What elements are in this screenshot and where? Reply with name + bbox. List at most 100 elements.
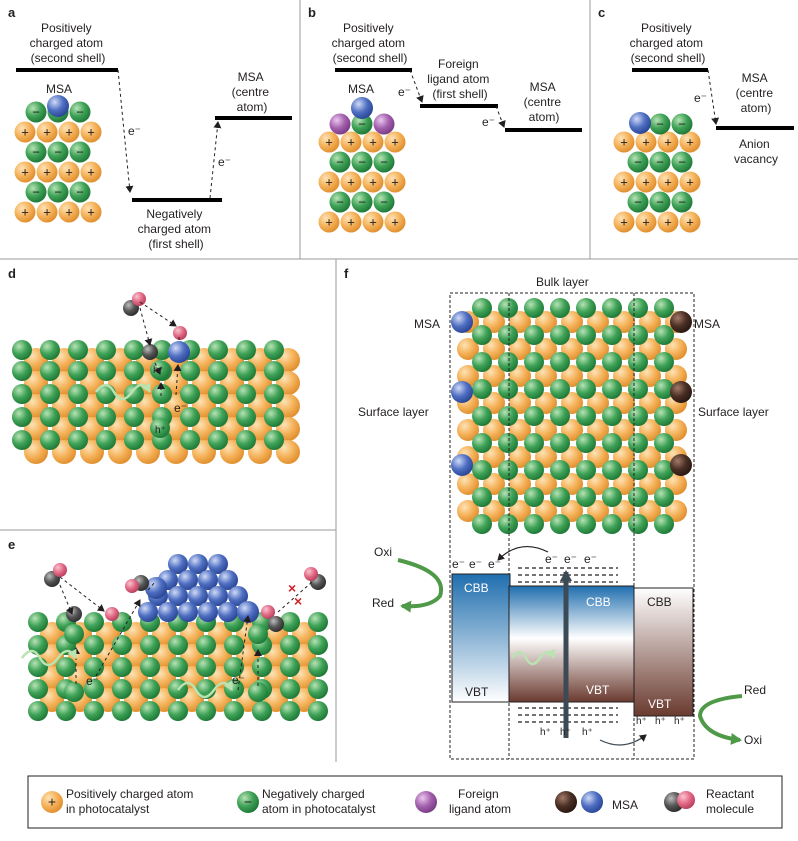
negative-atom <box>12 384 32 404</box>
negative-atom <box>576 514 596 534</box>
panel-b-cluster: ++++++++++++−−−−−−− <box>318 97 406 233</box>
negative-atom: − <box>649 191 671 213</box>
plus-sign: + <box>642 134 650 149</box>
negative-atom <box>28 679 48 699</box>
negative-atom <box>124 430 144 450</box>
negative-atom: − <box>329 191 351 213</box>
negative-atom: − <box>373 151 395 173</box>
negative-atom <box>248 682 268 702</box>
panel-d-overlays: e⁻ h⁺ h⁺ <box>94 301 187 436</box>
negative-atom <box>308 635 328 655</box>
negative-atom <box>224 657 244 677</box>
negative-atom <box>40 384 60 404</box>
positive-atom: + <box>80 121 102 143</box>
plus-sign: + <box>21 124 29 139</box>
legend-positive-label: Positively charged atom in photocatalyst <box>66 787 197 816</box>
positive-atom: + <box>679 211 701 233</box>
negative-atom <box>550 379 570 399</box>
panel-b-energy: Positively charged atom (second shell) e… <box>332 21 582 132</box>
negative-atom: − <box>69 181 91 203</box>
negative-atom <box>472 514 492 534</box>
negative-atom <box>140 657 160 677</box>
negative-atom <box>28 701 48 721</box>
plus-sign: + <box>87 204 95 219</box>
panel-f-frames <box>449 292 695 760</box>
panel-d-hole-2: h⁺ <box>155 425 166 436</box>
negative-atom <box>168 657 188 677</box>
negative-atom <box>524 460 544 480</box>
msa-atom-brown <box>670 454 692 476</box>
negative-atom <box>112 657 132 677</box>
negative-atom <box>550 298 570 318</box>
band-hole-1: h⁺ <box>540 727 551 738</box>
band-hole-5: h⁺ <box>655 716 666 727</box>
panel-a-msa-centre-label: MSA (centre atom) <box>232 70 273 114</box>
negative-atom <box>68 361 88 381</box>
negative-atom <box>628 487 648 507</box>
minus-sign: − <box>76 184 84 199</box>
panel-c-vacancy-label: Anion vacancy <box>734 137 778 166</box>
panel-e-electron-1: e⁻ <box>86 674 99 688</box>
negative-atom: − <box>69 101 91 123</box>
panel-c-msa-centre-label: MSA (centre atom) <box>736 71 777 115</box>
band-electron-4: e⁻ <box>545 552 558 566</box>
negative-atom <box>280 679 300 699</box>
minus-sign: − <box>76 104 84 119</box>
minus-sign: − <box>54 184 62 199</box>
negative-atom <box>602 352 622 372</box>
negative-atom <box>264 407 284 427</box>
negative-atom <box>196 635 216 655</box>
plus-sign: + <box>325 214 333 229</box>
msa-atom <box>198 570 218 590</box>
negative-atom <box>96 430 116 450</box>
negative-atom <box>236 384 256 404</box>
plus-sign: + <box>369 134 377 149</box>
plus-sign: + <box>620 134 628 149</box>
cbb-label-middle: CBB <box>586 595 611 609</box>
panel-b-foreign-label: Foreign ligand atom (first shell) <box>427 57 492 101</box>
panel-a-electron-2: e⁻ <box>218 155 231 169</box>
negative-atom <box>654 460 674 480</box>
negative-atom <box>28 612 48 632</box>
negative-atom <box>280 701 300 721</box>
msa-atom-brown <box>670 311 692 333</box>
minus-sign: − <box>678 154 686 169</box>
negative-atom: − <box>25 181 47 203</box>
negative-atom <box>84 679 104 699</box>
negative-atom <box>124 361 144 381</box>
plus-sign: + <box>391 134 399 149</box>
panel-letter-b: b <box>308 5 316 20</box>
negative-atom <box>524 379 544 399</box>
negative-atom <box>654 487 674 507</box>
band-right <box>633 587 694 717</box>
negative-atom <box>498 487 518 507</box>
reactant-atom-pink <box>677 791 695 809</box>
negative-atom <box>602 325 622 345</box>
positive-atom: + <box>14 201 36 223</box>
panel-c-positive-label: Positively charged atom (second shell) <box>630 21 707 65</box>
positive-atom <box>457 338 479 360</box>
negative-atom: − <box>69 141 91 163</box>
positive-atom: + <box>657 211 679 233</box>
foreign-ligand-atom <box>415 791 437 813</box>
negative-atom <box>152 384 172 404</box>
negative-atom: − <box>649 151 671 173</box>
plus-sign: + <box>347 214 355 229</box>
negative-atom <box>576 298 596 318</box>
plus-sign: + <box>48 794 56 810</box>
minus-sign: − <box>656 116 664 131</box>
negative-atom <box>280 635 300 655</box>
negative-atom <box>112 701 132 721</box>
negative-atom <box>654 406 674 426</box>
minus-sign: − <box>358 194 366 209</box>
msa-atom <box>581 791 603 813</box>
msa-atom <box>451 311 473 333</box>
negative-atom <box>208 340 228 360</box>
positive-atom: + <box>613 211 635 233</box>
panel-e-cross-2: × <box>288 580 296 596</box>
negative-atom <box>576 406 596 426</box>
negative-atom <box>236 361 256 381</box>
negative-atom <box>264 340 284 360</box>
legend-negative-label: Negatively charged atom in photocatalyst <box>262 787 376 816</box>
